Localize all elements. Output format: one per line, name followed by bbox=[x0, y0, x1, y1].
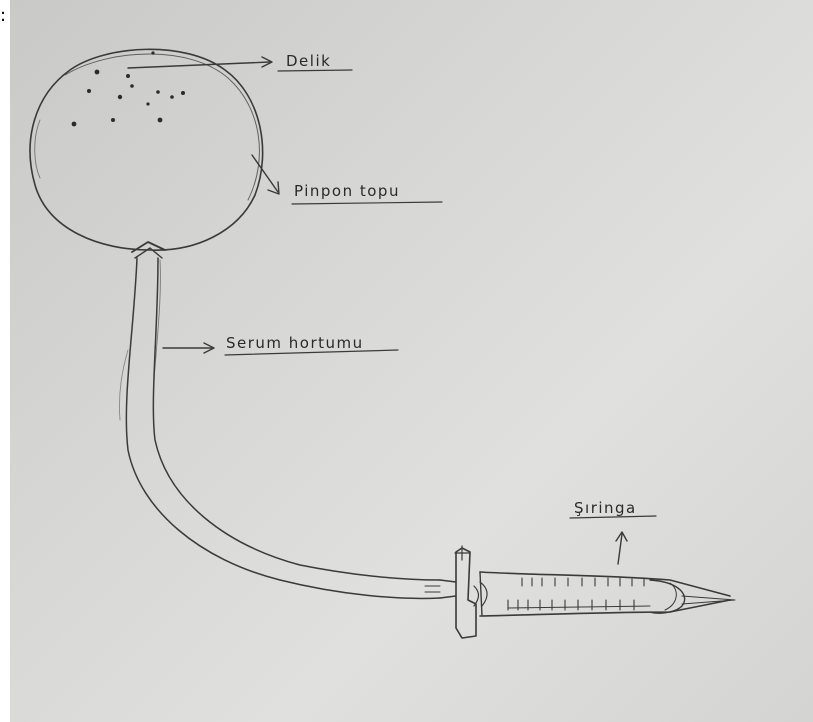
pingpong-ball bbox=[30, 49, 263, 250]
arrow-syringe bbox=[616, 532, 627, 564]
ball-holes bbox=[72, 51, 185, 126]
label-syringe: Şıringa bbox=[574, 499, 637, 517]
label-ball: Pinpon topu bbox=[294, 182, 400, 200]
arrow-ball bbox=[252, 155, 279, 194]
label-hole: Delik bbox=[286, 52, 331, 70]
sketch-drawing: Delik Pinpon topu bbox=[10, 0, 813, 722]
serum-hose bbox=[119, 258, 440, 598]
paper-sheet: Delik Pinpon topu bbox=[10, 0, 813, 722]
arrow-hose bbox=[163, 343, 214, 353]
underline-hole bbox=[278, 70, 352, 71]
syringe bbox=[425, 546, 735, 638]
prefix-colon: : bbox=[0, 6, 6, 26]
underline-ball bbox=[292, 202, 442, 204]
label-hose: Serum hortumu bbox=[226, 334, 364, 352]
